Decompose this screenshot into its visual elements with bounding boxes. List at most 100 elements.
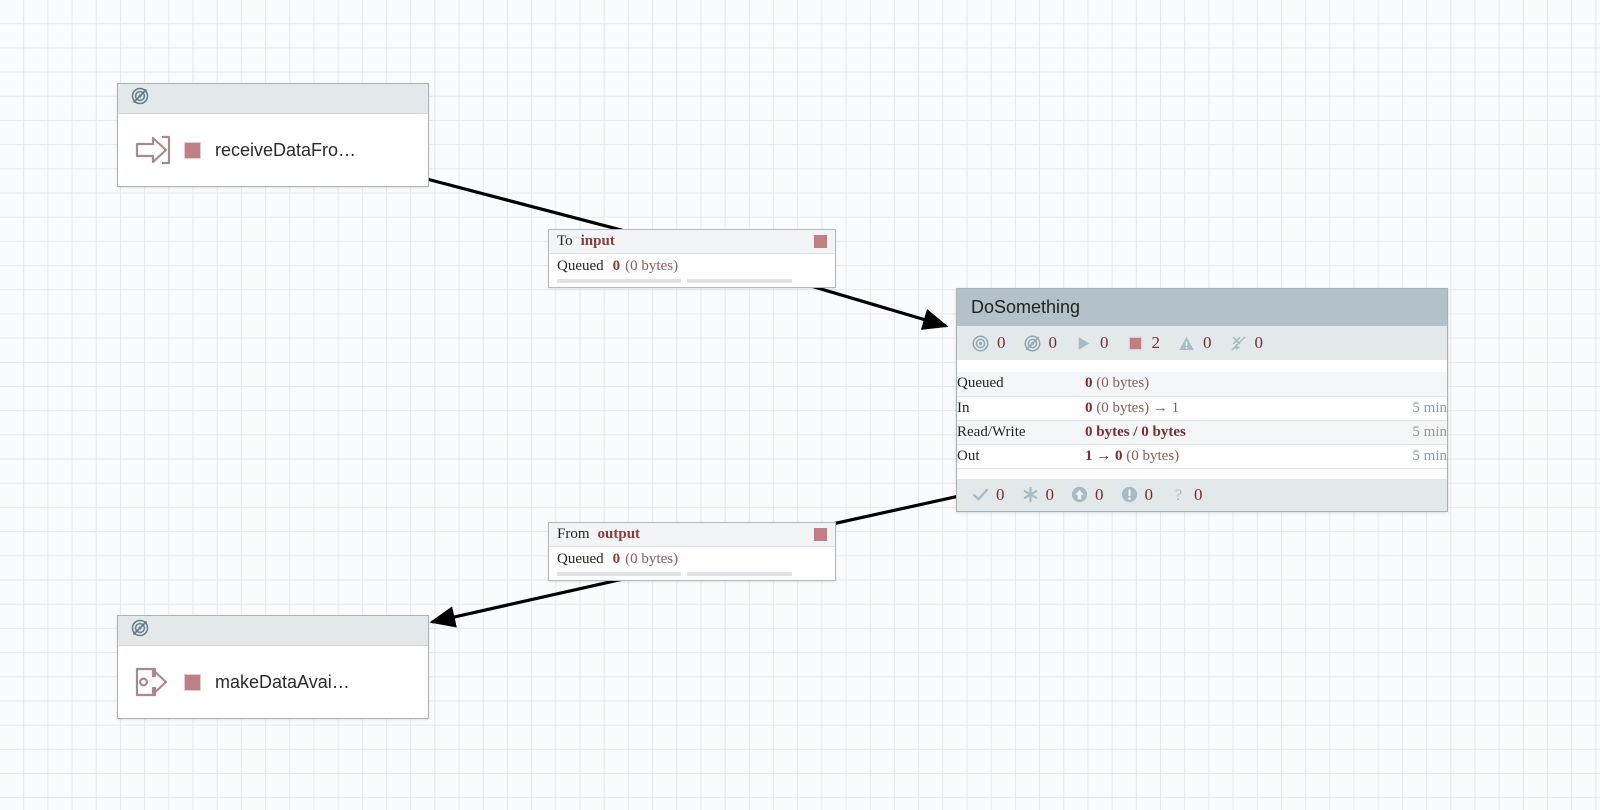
- input-port-node[interactable]: receiveDataFro…: [117, 83, 429, 187]
- input-port-label: receiveDataFro…: [215, 139, 357, 160]
- svg-text:?: ?: [1175, 487, 1182, 504]
- stat-value: 1 → 0 (0 bytes): [1085, 444, 1365, 469]
- status-transmitting-value: 0: [997, 333, 1006, 352]
- connection-header: From output: [549, 523, 835, 547]
- connection-port-name: input: [580, 233, 615, 249]
- connection-from-output[interactable]: From output Queued 0 (0 bytes): [548, 522, 836, 581]
- not-transmitting-icon: [1023, 334, 1042, 353]
- stopped-icon: [184, 673, 201, 691]
- output-port-node[interactable]: makeDataAvai…: [117, 615, 429, 719]
- stat-label: Queued: [957, 372, 1085, 397]
- stat-label: Read/Write: [957, 420, 1085, 445]
- vc-locally-modified-and-stale[interactable]: 0: [1120, 484, 1154, 505]
- process-group-version-control-bar: 0 0: [957, 478, 1447, 511]
- queue-count-bar: [557, 572, 681, 576]
- input-port-header: [118, 84, 428, 114]
- connection-port-name: output: [597, 526, 641, 542]
- queue-size-bar: [687, 572, 792, 576]
- stat-value-bold: 0: [1085, 375, 1093, 392]
- connection-direction: From: [557, 526, 590, 542]
- stat-value-bold: 1 → 0: [1085, 447, 1123, 464]
- stat-value-rest: (0 bytes): [1126, 447, 1180, 464]
- vc-locally-modified-and-stale-value: 0: [1144, 484, 1154, 504]
- invalid-icon: [1177, 334, 1196, 353]
- question-mark-icon: ?: [1169, 485, 1188, 504]
- stat-label: Out: [957, 444, 1085, 469]
- connection-direction: To: [557, 233, 573, 249]
- queue-count-bar: [557, 279, 681, 283]
- queued-count: 0: [612, 550, 621, 567]
- process-group-title: DoSomething: [957, 289, 1447, 326]
- stat-value-bold: 0: [1085, 399, 1093, 416]
- stat-label: In: [957, 396, 1085, 421]
- queue-progress-bars: [549, 278, 835, 287]
- not-transmitting-icon: [130, 86, 150, 111]
- input-port-icon: [131, 130, 175, 170]
- status-invalid[interactable]: 0: [1177, 333, 1212, 353]
- check-icon: [971, 485, 990, 504]
- vc-locally-modified[interactable]: 0: [1021, 484, 1055, 505]
- stat-time: 5 min: [1365, 420, 1447, 445]
- status-running[interactable]: 0: [1074, 333, 1109, 353]
- process-group-spacer-bottom: [957, 468, 1447, 479]
- stat-value-rest: (0 bytes): [1096, 375, 1150, 392]
- table-row: Read/Write 0 bytes / 0 bytes 5 min: [957, 420, 1447, 445]
- process-group-status-bar: 0 0 0: [957, 326, 1447, 360]
- queued-label: Queued: [557, 550, 604, 567]
- status-disabled-value: 0: [1254, 333, 1264, 352]
- disabled-icon: [1229, 334, 1248, 353]
- stopped-icon: [814, 528, 827, 541]
- not-transmitting-icon: [130, 618, 150, 643]
- stat-time: 5 min: [1365, 444, 1447, 469]
- stopped-icon: [1126, 334, 1145, 353]
- queue-progress-bars: [549, 571, 835, 580]
- status-not-transmitting-value: 0: [1048, 333, 1058, 352]
- vc-stale[interactable]: 0: [1070, 485, 1104, 505]
- vc-sync-failure-value: 0: [1194, 484, 1203, 504]
- status-not-transmitting[interactable]: 0: [1023, 333, 1058, 353]
- vc-up-to-date[interactable]: 0: [971, 485, 1005, 505]
- status-invalid-value: 0: [1203, 333, 1212, 352]
- process-group-dosomething[interactable]: DoSomething 0: [956, 288, 1448, 512]
- status-running-value: 0: [1100, 333, 1109, 352]
- process-group-spacer: [957, 360, 1447, 372]
- vc-sync-failure[interactable]: ? 0: [1169, 485, 1203, 505]
- table-row: In 0 (0 bytes) → 1 5 min: [957, 396, 1447, 421]
- output-port-header: [118, 616, 428, 646]
- stopped-icon: [814, 235, 827, 248]
- vc-locally-modified-value: 0: [1045, 484, 1055, 504]
- stat-value: 0 bytes / 0 bytes: [1085, 420, 1365, 445]
- stat-value-bold: 0 bytes / 0 bytes: [1085, 423, 1186, 440]
- process-group-stats-table: Queued 0 (0 bytes) In 0 (0 bytes) → 1 5 …: [957, 372, 1447, 469]
- status-disabled[interactable]: 0: [1229, 333, 1264, 353]
- connection-to-input[interactable]: To input Queued 0 (0 bytes): [548, 229, 836, 288]
- stat-time: 5 min: [1365, 396, 1447, 421]
- output-port-label: makeDataAvai…: [215, 671, 350, 692]
- output-port-body: makeDataAvai…: [118, 646, 428, 718]
- stat-value-rest: (0 bytes) → 1: [1096, 399, 1180, 416]
- queue-size-bar: [687, 279, 792, 283]
- connection-header: To input: [549, 230, 835, 254]
- transmitting-icon: [971, 334, 990, 353]
- vc-stale-value: 0: [1095, 484, 1104, 504]
- running-icon: [1074, 334, 1093, 353]
- queued-bytes: (0 bytes): [625, 257, 679, 274]
- queued-count: 0: [612, 257, 621, 274]
- status-stopped[interactable]: 2: [1126, 333, 1161, 353]
- connection-queued-row: Queued 0 (0 bytes): [549, 254, 835, 278]
- input-port-body: receiveDataFro…: [118, 114, 428, 186]
- stat-value: 0 (0 bytes): [1085, 372, 1365, 397]
- queued-label: Queued: [557, 257, 604, 274]
- connection-queued-row: Queued 0 (0 bytes): [549, 547, 835, 571]
- up-arrow-circle-icon: [1070, 485, 1089, 504]
- status-transmitting[interactable]: 0: [971, 333, 1006, 353]
- stat-value: 0 (0 bytes) → 1: [1085, 396, 1365, 421]
- status-stopped-value: 2: [1151, 333, 1161, 352]
- table-row: Out 1 → 0 (0 bytes) 5 min: [957, 444, 1447, 469]
- vc-up-to-date-value: 0: [996, 484, 1005, 504]
- asterisk-icon: [1021, 485, 1040, 504]
- table-row: Queued 0 (0 bytes): [957, 372, 1447, 397]
- stat-time: [1365, 372, 1447, 397]
- queued-bytes: (0 bytes): [625, 550, 679, 567]
